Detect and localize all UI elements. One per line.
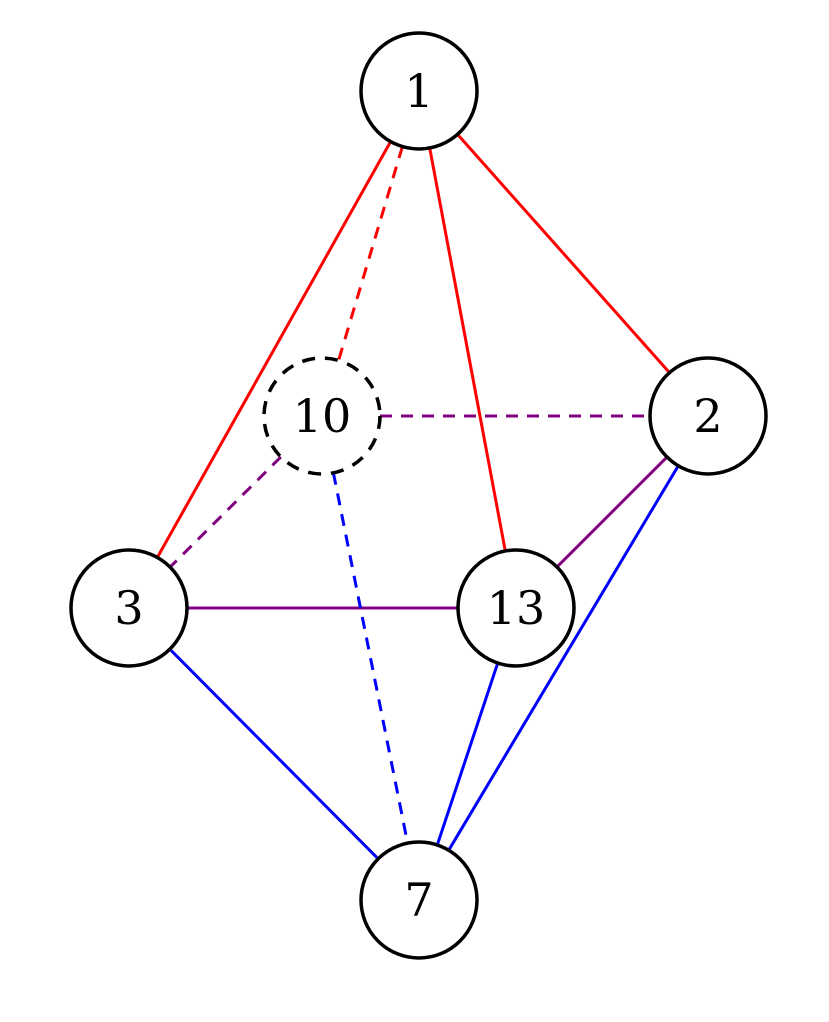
edges-layer (156, 133, 680, 860)
node-label-2: 2 (693, 389, 722, 443)
edge-1-13 (428, 147, 507, 552)
node-1: 1 (359, 31, 479, 151)
nodes-layer: 1 2 3 10 13 7 (69, 31, 768, 960)
edge-1-2 (456, 133, 671, 374)
edge-2-7 (447, 465, 680, 851)
node-label-3: 3 (114, 581, 143, 635)
edge-1-10 (337, 146, 404, 361)
node-circle-7 (359, 840, 479, 960)
edge-10-3 (169, 455, 282, 569)
node-7: 7 (359, 840, 479, 960)
node-label-7: 7 (404, 873, 433, 927)
node-3: 3 (69, 548, 189, 668)
node-circle-1 (359, 31, 479, 151)
node-circle-13 (456, 548, 576, 668)
edge-13-2 (555, 455, 669, 569)
edge-1-3 (156, 140, 392, 559)
node-2: 2 (648, 356, 768, 476)
node-circle-3 (69, 548, 189, 668)
node-10: 10 (262, 356, 382, 476)
edge-13-7 (435, 662, 500, 846)
node-label-1: 1 (404, 64, 433, 118)
node-label-13: 13 (487, 581, 546, 635)
edge-3-7 (168, 648, 380, 860)
edge-10-7 (331, 472, 410, 844)
node-label-10: 10 (293, 389, 352, 443)
node-13: 13 (456, 548, 576, 668)
node-circle-2 (648, 356, 768, 476)
node-circle-10 (262, 356, 382, 476)
